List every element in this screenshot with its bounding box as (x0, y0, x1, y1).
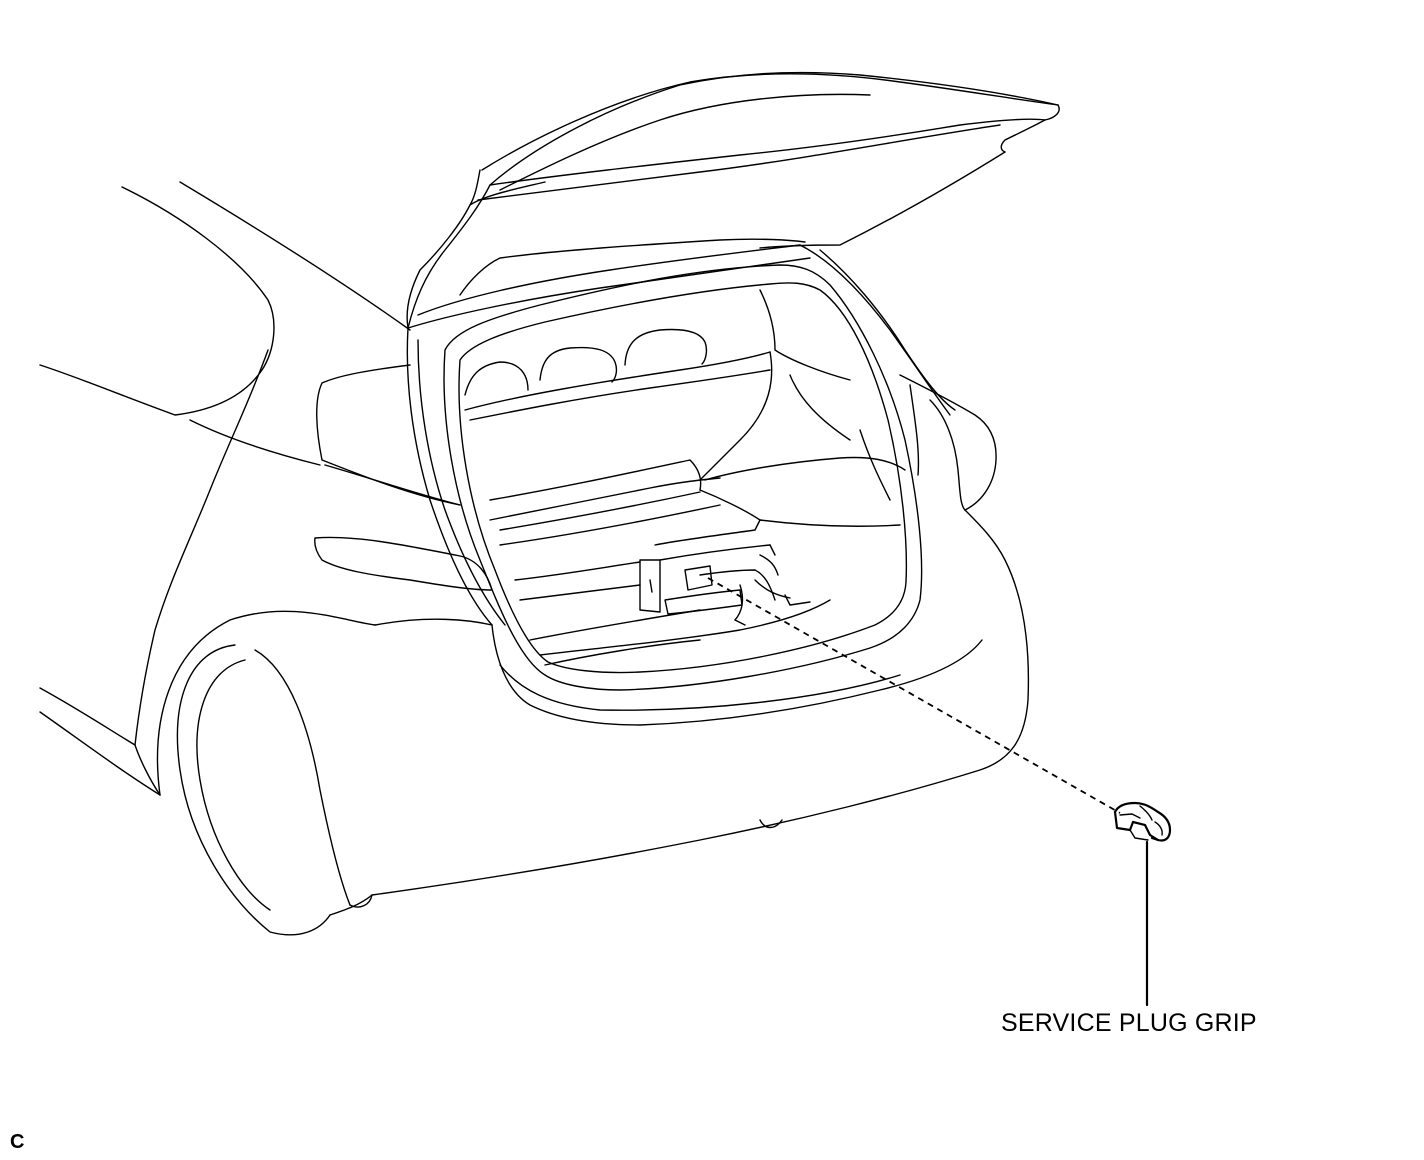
rear-seat (464, 289, 851, 481)
cargo-floor (489, 429, 906, 666)
tailgate (406, 71, 1060, 329)
cargo-opening (406, 244, 956, 691)
illustration-code: C (10, 1131, 25, 1153)
service-plug-grip-part (1113, 801, 1172, 842)
vehicle-body-outline (39, 181, 1030, 936)
service-plug-grip-label: SERVICE PLUG GRIP (1001, 1009, 1257, 1037)
leader-line-dashed (707, 577, 1121, 814)
